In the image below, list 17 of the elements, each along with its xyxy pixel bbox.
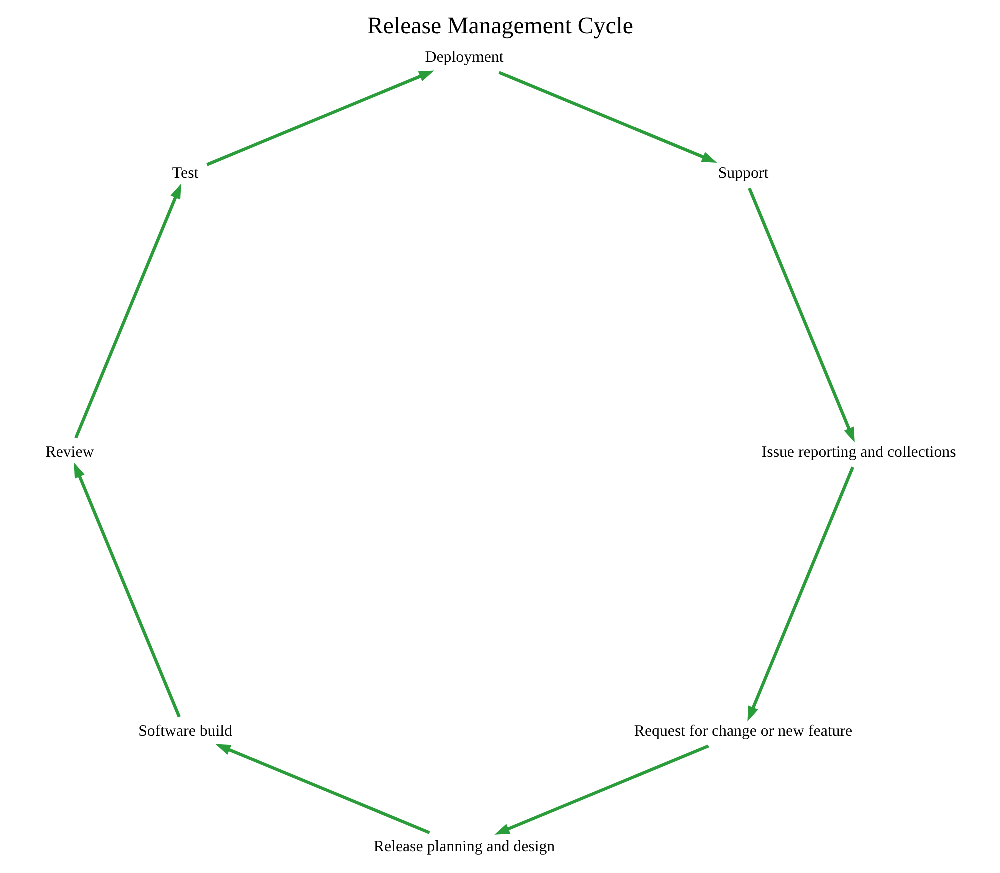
node-text: Review (45, 444, 94, 461)
arrow (215, 744, 430, 834)
node-text: Test (172, 164, 198, 182)
arrow (74, 184, 181, 439)
node-text: Release planning and design (373, 838, 555, 856)
arrow (747, 466, 854, 722)
arrow (494, 744, 709, 835)
node-text: Support (718, 164, 768, 182)
arrow (748, 188, 854, 443)
node-text: Software build (138, 722, 232, 740)
node-text: Issue reporting and collections (761, 444, 956, 461)
node-text: Deployment (424, 49, 504, 66)
arrow (206, 70, 434, 166)
node-text: Request for change or new feature (634, 722, 852, 740)
arrow (498, 71, 717, 163)
diagram-title: Release Management Cycle (367, 14, 633, 40)
arrow (74, 462, 180, 718)
